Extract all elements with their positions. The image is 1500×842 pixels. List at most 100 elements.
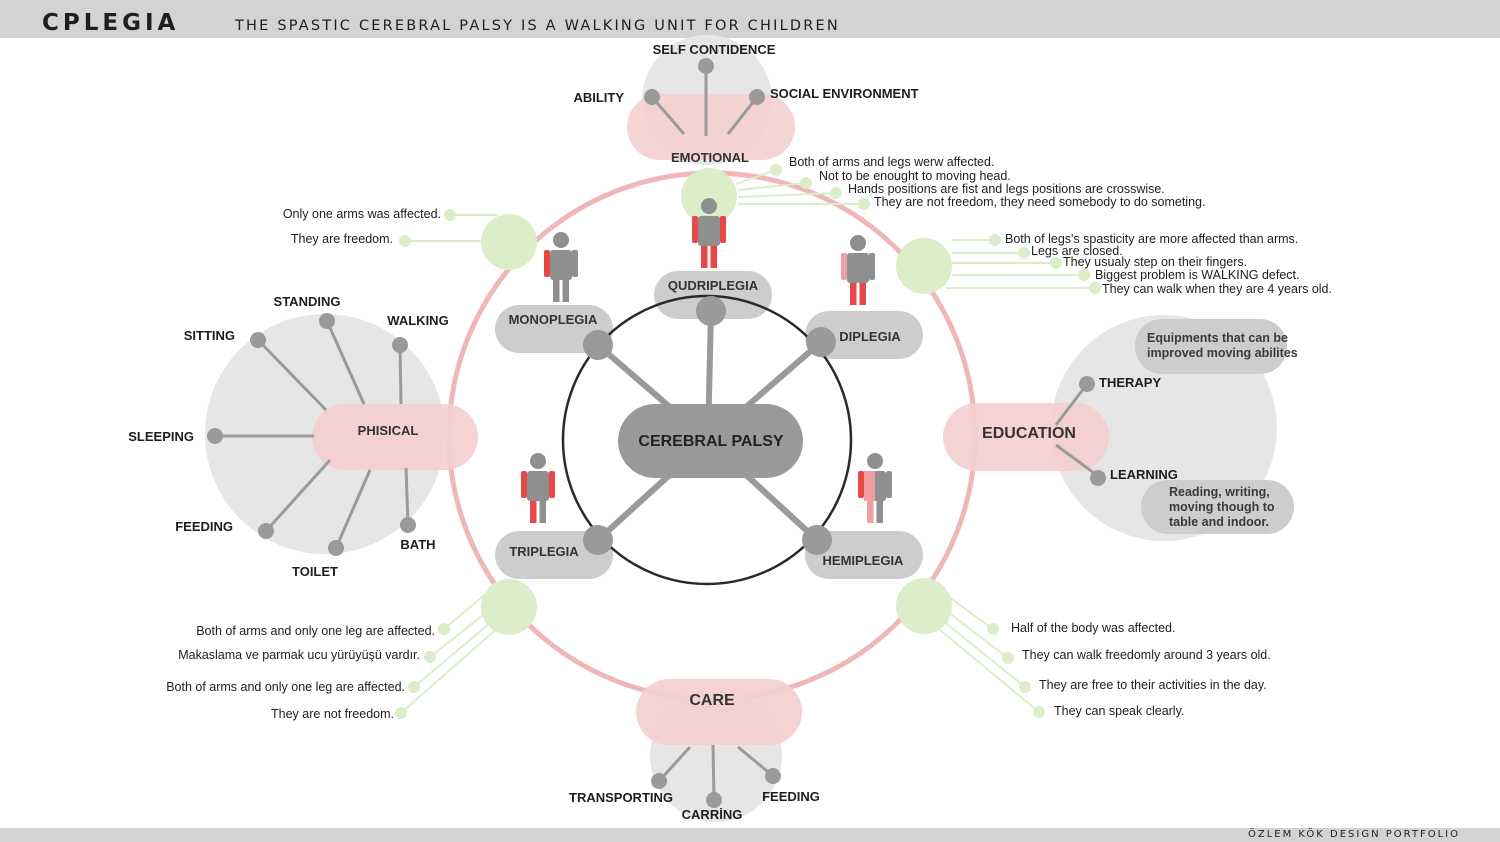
bath-label: BATH — [400, 537, 435, 552]
hemiplegia-note-1: Half of the body was affected. — [1011, 621, 1175, 635]
diplegia-note-4: Biggest problem is WALKING defect. — [1095, 268, 1299, 282]
carring-dot — [706, 792, 722, 808]
standing-dot — [319, 313, 335, 329]
learning-note-line1: Reading, writing, — [1169, 485, 1270, 499]
diplegia-node-dot — [806, 327, 836, 357]
physical-label: PHISICAL — [358, 423, 419, 438]
care-label: CARE — [689, 692, 735, 709]
qudriplegia-note-4: They are not freedom, they need somebody… — [874, 195, 1205, 209]
diplegia-note-2: Legs are closed. — [1031, 244, 1123, 258]
monoplegia-label: MONOPLEGIA — [509, 312, 598, 327]
triplegia-label: TRIPLEGIA — [509, 544, 579, 559]
toilet-dot — [328, 540, 344, 556]
qudriplegia-label: QUDRIPLEGIA — [668, 278, 759, 293]
feeding-dot — [258, 523, 274, 539]
monoplegia-figure-icon — [544, 232, 578, 302]
qudriplegia-note-3: Hands positions are fist and legs positi… — [848, 182, 1165, 196]
footer-text: ÖZLEM KÖK DESIGN PORTFOLIO — [1247, 829, 1460, 840]
monoplegia-pill — [495, 305, 613, 353]
inner-ring — [561, 294, 853, 586]
care-feeding-label: FEEDING — [762, 789, 820, 804]
triplegia-note-3: Both of arms and only one leg are affect… — [166, 680, 405, 694]
monoplegia-notes-hub — [481, 214, 537, 270]
center-label: CEREBRAL PALSY — [638, 433, 784, 450]
physical-pill — [312, 404, 478, 470]
triplegia-node-dot — [583, 525, 613, 555]
self-confidence-label: SELF CONTIDENCE — [653, 42, 776, 57]
hemiplegia-node-dot — [802, 525, 832, 555]
therapy-label: THERAPY — [1099, 375, 1161, 390]
hemiplegia-pill — [805, 531, 923, 579]
standing-label: STANDING — [274, 294, 341, 309]
triplegia-notes-hub — [481, 579, 537, 635]
walking-dot — [392, 337, 408, 353]
care-group: TRANSPORTING CARRİNG FEEDING CARE — [569, 679, 820, 822]
bath-dot — [400, 517, 416, 533]
equipment-note-bubble — [1135, 319, 1287, 374]
emotional-group: SELF CONTIDENCE ABILITY SOCIAL ENVIRONME… — [573, 35, 919, 165]
hemiplegia-label: HEMIPLEGIA — [823, 553, 905, 568]
education-group: Equipments that can be improved moving a… — [943, 315, 1298, 541]
diplegia-note-5: They can walk when they are 4 years old. — [1102, 282, 1332, 296]
emotional-label: EMOTIONAL — [671, 150, 749, 165]
triplegia-notes: Both of arms and only one leg are affect… — [166, 579, 537, 721]
ability-label: ABILITY — [573, 90, 624, 105]
sleeping-dot — [207, 428, 223, 444]
triplegia-note-1: Both of arms and only one leg are affect… — [196, 624, 435, 638]
hemiplegia-notes-hub — [896, 578, 952, 634]
diplegia-notes: Both of legs's spasticity are more affec… — [896, 232, 1332, 296]
diplegia-notes-hub — [896, 238, 952, 294]
monoplegia-notes: Only one arms was affected. They are fre… — [283, 207, 537, 270]
diplegia-figure-icon — [841, 235, 875, 305]
carring-label: CARRİNG — [682, 807, 743, 822]
therapy-dot — [1079, 376, 1095, 392]
feeding-label: FEEDING — [175, 519, 233, 534]
walking-label: WALKING — [387, 313, 448, 328]
monoplegia-node-dot — [583, 330, 613, 360]
equipment-note-line1: Equipments that can be — [1147, 331, 1288, 345]
hemiplegia-note-3: They are free to their activities in the… — [1039, 678, 1267, 692]
transporting-dot — [651, 773, 667, 789]
header-bar — [0, 0, 1500, 38]
footer-bar — [0, 828, 1500, 842]
sleeping-label: SLEEPING — [128, 429, 194, 444]
hemiplegia-note-2: They can walk freedomly around 3 years o… — [1022, 648, 1271, 662]
triplegia-note-2: Makaslama ve parmak ucu yürüyüşü vardır. — [178, 648, 420, 662]
qudriplegia-notes-hub — [681, 168, 737, 224]
learning-note-line2: moving though to — [1169, 500, 1275, 514]
learning-dot — [1090, 470, 1106, 486]
equipment-note-line2: improved moving abilites — [1147, 346, 1298, 360]
diplegia-note-1: Both of legs's spasticity are more affec… — [1005, 232, 1298, 246]
social-environment-label: SOCIAL ENVIRONMENT — [770, 86, 919, 101]
care-feeding-dot — [765, 768, 781, 784]
learning-note-line3: table and indoor. — [1169, 515, 1269, 529]
hemiplegia-note-4: They can speak clearly. — [1054, 704, 1184, 718]
learning-note-bubble — [1141, 480, 1294, 534]
brand-title: CPLEGIA — [42, 10, 180, 36]
education-label: EDUCATION — [982, 425, 1076, 442]
monoplegia-note-2: They are freedom. — [291, 232, 393, 246]
qudriplegia-figure-icon — [692, 198, 726, 268]
sitting-label: SITTING — [184, 328, 235, 343]
qudriplegia-node-dot — [696, 296, 726, 326]
qudriplegia-note-1: Both of arms and legs werw affected. — [789, 155, 994, 169]
care-pill — [636, 679, 802, 745]
qudriplegia-note-2: Not to be enought to moving head. — [819, 169, 1011, 183]
monoplegia-note-1: Only one arms was affected. — [283, 207, 441, 221]
sitting-dot — [250, 332, 266, 348]
triplegia-figure-icon — [521, 453, 555, 523]
social-environment-dot — [749, 89, 765, 105]
physical-group: STANDING SITTING WALKING SLEEPING FEEDIN… — [128, 294, 478, 579]
triplegia-note-4: They are not freedom. — [271, 707, 394, 721]
toilet-label: TOILET — [292, 564, 338, 579]
diplegia-label: DIPLEGIA — [839, 329, 901, 344]
hemiplegia-figure-icon — [858, 453, 892, 523]
qudriplegia-notes: Both of arms and legs werw affected. Not… — [681, 155, 1205, 224]
ability-dot — [644, 89, 660, 105]
hemiplegia-notes: Half of the body was affected. They can … — [896, 578, 1271, 718]
transporting-label: TRANSPORTING — [569, 790, 673, 805]
learning-label: LEARNING — [1110, 467, 1178, 482]
emotional-pill — [627, 94, 795, 160]
self-confidence-dot — [698, 58, 714, 74]
